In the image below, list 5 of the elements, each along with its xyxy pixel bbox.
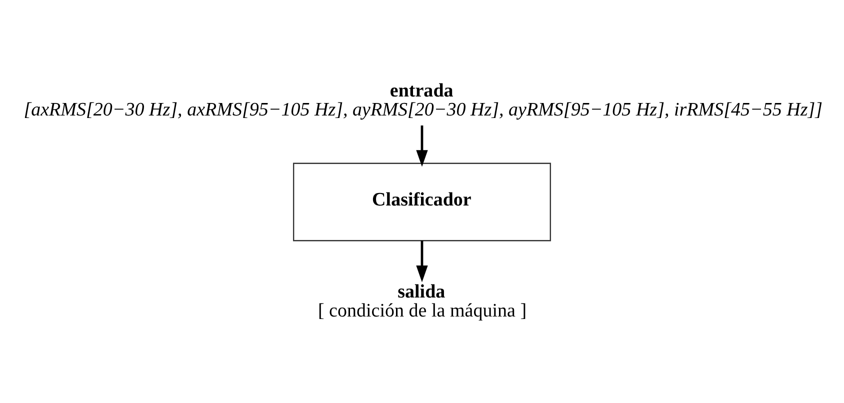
- node-text: entrada [axRMS[20−30 Hz], axRMS[95−105 Hz], ayRMS[20−30 Hz], ayRMS[95−105 Hz], irRMS[45−55 Hz]]: [24, 80, 823, 120]
- arrow: [416, 124, 428, 166]
- node-box: Clasificador: [293, 162, 551, 241]
- arrow: [416, 240, 428, 282]
- node-text: salida [ condición de la máquina ]: [318, 280, 527, 321]
